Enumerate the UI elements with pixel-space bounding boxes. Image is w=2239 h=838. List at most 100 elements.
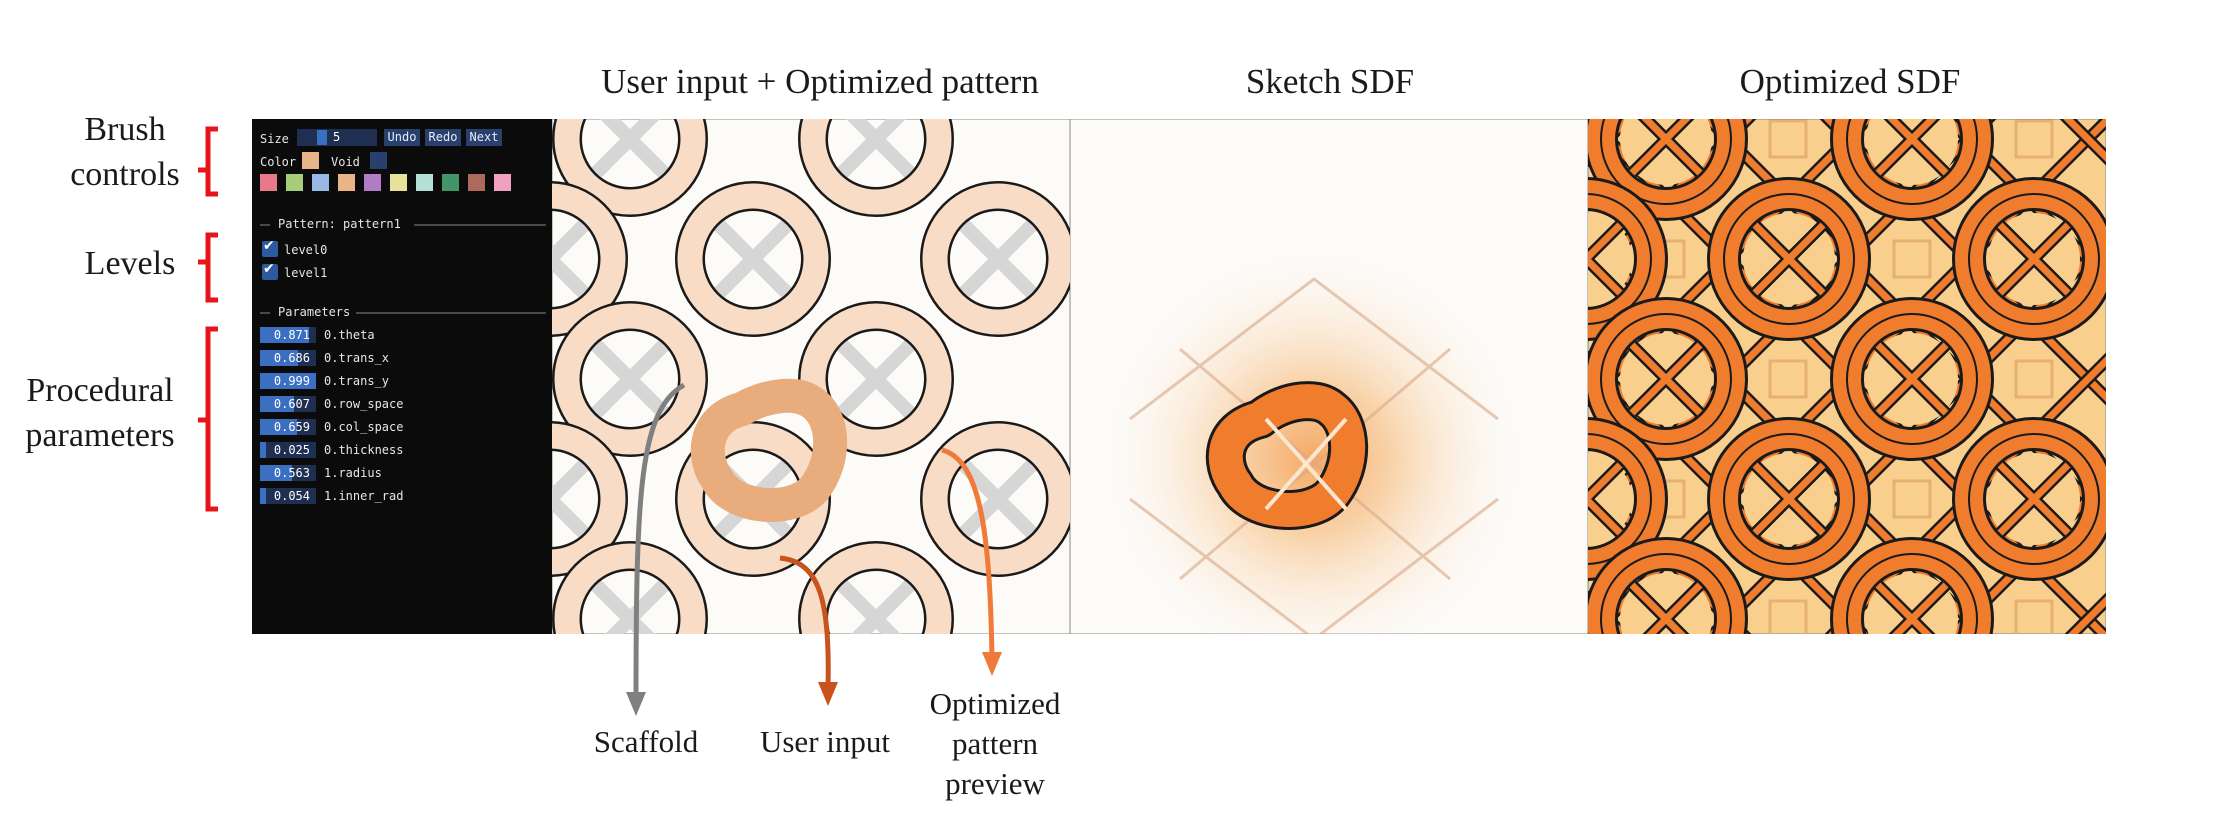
param-name: 0.trans_x [324,351,390,365]
pattern-separator-right [414,224,546,226]
diagonal-line [1588,119,2106,634]
pattern-tile [552,119,708,217]
scaffold-cross-line [851,576,919,634]
optimized-tile [1588,417,1668,581]
preview-arrow [941,447,995,661]
cross-line [1629,119,1691,176]
param-value: 0.607 [273,397,310,411]
optimized-tile [1588,177,1668,341]
palette-swatch[interactable] [416,174,433,191]
param-value: 0.686 [273,351,310,365]
ring-midline [1588,433,1652,565]
param-slider[interactable]: 0.607 [260,396,316,412]
param-slider[interactable]: 0.563 [260,465,316,481]
level1-checkbox[interactable]: ✔ [262,261,278,280]
ring-fill [552,423,626,575]
size-slider-grab[interactable] [317,130,327,145]
scaffold-cross-line [955,216,1041,302]
pattern-tile [552,421,628,577]
palette-swatch[interactable] [468,174,485,191]
cross-line [1588,256,1623,296]
palette-swatch[interactable] [312,174,329,191]
parameters-separator-right [356,312,546,314]
param-slider[interactable]: 0.871 [260,327,316,343]
ring-fill [554,543,706,634]
next-button[interactable]: Next [466,129,502,146]
pattern-header: Pattern: pattern1 [278,217,401,231]
palette-swatch[interactable] [338,174,355,191]
param-slider-fill [260,396,294,412]
annotation-arrows [626,382,1002,716]
pattern-tile [920,181,1070,337]
cross-line [1588,462,1623,502]
color-swatch-selected[interactable] [302,152,319,169]
param-name: 0.col_space [324,420,404,434]
faint-square [2014,599,2054,634]
cross-line [1629,342,1703,416]
bracket-levels [198,232,218,303]
cross-line [1997,222,2071,296]
param-slider-fill [260,373,316,389]
ring-fill [677,183,829,335]
param-value: 0.871 [273,328,310,342]
scaffold-cross-line [552,491,593,542]
palette-swatch[interactable] [286,174,303,191]
pattern-tile [675,181,831,337]
level1-label: level1 [284,266,328,280]
param-slider[interactable]: 0.659 [260,419,316,435]
faint-square [2014,359,2054,399]
level0-checkbox[interactable]: ✔ [262,238,278,257]
pattern-tile [920,421,1070,577]
optimized-tile [1830,119,1994,221]
level0-label: level0 [284,243,328,257]
label-levels: Levels [84,245,176,282]
palette-swatch[interactable] [390,174,407,191]
redo-button[interactable]: Redo [425,129,461,146]
palette-swatch[interactable] [442,174,459,191]
user-stroke [690,378,848,522]
ring-fill [800,303,952,455]
param-slider[interactable]: 0.025 [260,442,316,458]
cross-line [1752,222,1826,296]
check-icon: ✔ [263,238,275,254]
parameters-header: Parameters [278,305,351,319]
param-name: 0.theta [324,328,375,342]
ring-fill [922,183,1070,335]
param-value: 0.659 [273,420,310,434]
scaffold-cross-line [833,336,919,422]
label-brush-controls: Brush controls [40,107,210,197]
ring-midline [1600,313,1732,445]
faint-square [1768,119,1808,159]
annotation-preview: Optimized pattern preview [915,684,1075,804]
palette-swatch[interactable] [494,174,511,191]
param-slider-fill [260,465,292,481]
label-brush-line2: controls [70,156,180,193]
param-name: 0.thickness [324,443,404,457]
ring-fill [922,423,1070,575]
label-procedural-line1: Procedural [26,372,174,409]
sketch-sdf-panel [1070,119,1588,634]
ring-midline [1600,553,1732,634]
param-slider[interactable]: 0.054 [260,488,316,504]
sdf-glow [1099,244,1529,634]
pattern-tile [552,181,628,337]
check-icon: ✔ [263,261,275,277]
param-slider[interactable]: 0.686 [260,350,316,366]
size-slider[interactable]: 5 [297,129,377,146]
title-canvas: User input + Optimized pattern [601,62,1039,101]
param-slider[interactable]: 0.999 [260,373,316,389]
palette-swatch[interactable] [260,174,277,191]
void-swatch[interactable] [370,152,387,169]
optimized-tiles [1588,119,2106,634]
cross-line [1588,496,1623,536]
diagonal-line [1588,119,1873,404]
pattern-separator-left [260,224,270,226]
ring-midline [1968,433,2100,565]
optimized-sdf-panel [1588,119,2106,634]
scaffold-cross-line [552,216,593,267]
param-name: 0.trans_y [324,374,390,388]
ring-midline [1846,553,1978,634]
palette-swatch[interactable] [364,174,381,191]
undo-button[interactable]: Undo [384,129,420,146]
optimized-tile [1952,417,2106,581]
